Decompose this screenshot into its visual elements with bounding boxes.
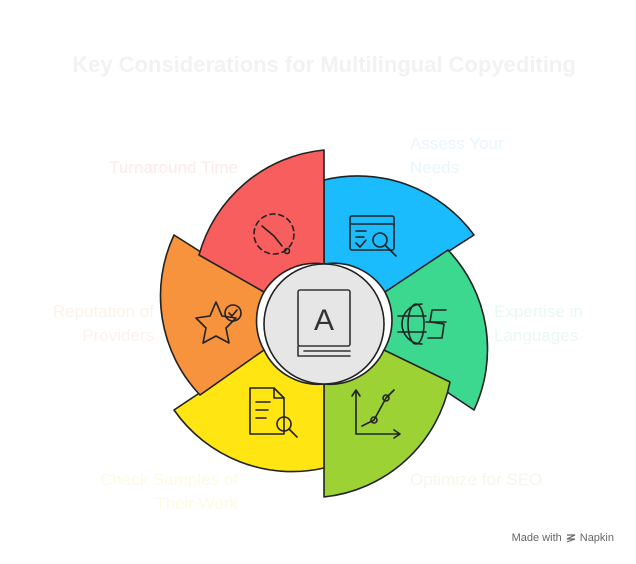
napkin-logo-icon [566, 534, 576, 543]
label-samples: Check Samples of Their Work [100, 470, 238, 513]
segment-seo[interactable] [323, 349, 451, 498]
footer-credit[interactable]: Made with Napkin [512, 532, 614, 544]
book-letter: A [314, 304, 334, 337]
diagram-title: Key Considerations for Multilingual Copy… [72, 52, 576, 77]
label-assess: Assess Your Needs [410, 134, 504, 177]
label-seo: Optimize for SEO [410, 470, 543, 489]
segment-reputation[interactable] [159, 234, 265, 396]
clock-icon [253, 213, 295, 255]
star-check-icon [195, 301, 242, 344]
brand-text: Napkin [579, 532, 614, 544]
label-expertise: Expertise in Languages [494, 302, 583, 345]
center-circle [263, 263, 385, 385]
segment-expertise[interactable] [383, 249, 489, 411]
label-reputation: Reputation of Providers [52, 302, 154, 345]
segment-samples[interactable] [173, 349, 325, 473]
document-search-icon [249, 387, 298, 438]
segment-assess[interactable] [323, 175, 475, 293]
segment-turnaround[interactable] [198, 149, 325, 293]
globe-currency-icon [397, 303, 447, 345]
dictionary-book-icon [297, 289, 351, 357]
made-with-text: Made with [511, 532, 562, 544]
webpage-search-icon [349, 215, 397, 257]
label-turnaround: Turnaround Time [109, 158, 238, 177]
growth-chart-icon [351, 389, 401, 439]
